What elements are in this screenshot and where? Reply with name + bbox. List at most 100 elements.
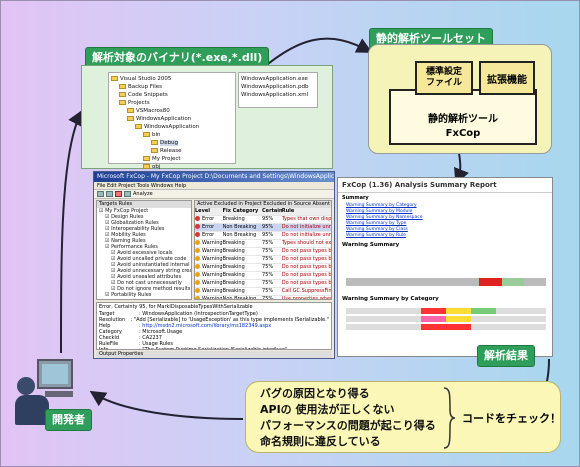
user-body-icon <box>15 395 49 425</box>
monitor-icon <box>37 359 73 389</box>
file-item[interactable]: WindowsApplication.pdb <box>241 84 309 90</box>
developer-figure <box>15 357 91 429</box>
rule-item[interactable]: ☑ Mobility Rules <box>105 232 146 238</box>
folder-icon <box>127 116 134 121</box>
rule-item[interactable]: ☑ My FxCop Project <box>99 208 149 214</box>
checkbox-icon[interactable]: ☑ <box>105 214 112 220</box>
checkbox-icon[interactable]: ☑ <box>111 256 118 262</box>
checkbox-icon[interactable]: ☑ <box>105 292 112 298</box>
report-panel: FxCop (1.36) Analysis Summary Report Sum… <box>337 177 553 357</box>
rule-item[interactable]: ☑ Do not cast unnecessarily <box>111 280 182 286</box>
folder-item[interactable]: VSMacros80 <box>111 107 233 115</box>
checkbox-icon[interactable]: ☑ <box>111 274 118 280</box>
folder-icon <box>119 84 126 89</box>
property-row: Help: http://msdn2.microsoft.com/library… <box>99 323 272 329</box>
rule-item[interactable]: ☑ Design Rules <box>105 214 144 220</box>
folder-item[interactable]: Debug <box>111 139 233 147</box>
folder-item[interactable]: Projects <box>111 99 233 107</box>
report-link[interactable]: Warning Summary by Module <box>346 209 413 214</box>
rule-item[interactable]: ☑ Interoperability Rules <box>105 226 165 232</box>
rule-item[interactable]: ☑ Portability Rules <box>105 292 152 298</box>
folder-icon <box>143 156 150 161</box>
file-item[interactable]: WindowsApplication.exe <box>241 76 308 82</box>
folder-item[interactable]: WindowsApplication <box>111 115 233 123</box>
rule-item[interactable]: ☑ Avoid excessive locals <box>111 250 173 256</box>
folder-icon <box>135 124 142 129</box>
checkbox-icon[interactable]: ☑ <box>111 286 118 292</box>
checkbox-icon[interactable]: ☑ <box>99 208 106 214</box>
toolbar-text: Analyze <box>133 191 153 197</box>
folder-item[interactable]: WindowsApplication <box>111 123 233 131</box>
checkbox-icon[interactable]: ☑ <box>111 268 118 274</box>
toolbar-button[interactable] <box>106 191 113 197</box>
error-icon <box>195 296 200 299</box>
toolbar-button[interactable] <box>124 191 131 197</box>
tree-tabs[interactable]: Targets Rules <box>97 201 191 208</box>
props-header: Error, Certainty 95, for MarkIDisposable… <box>99 304 253 310</box>
report-summary-heading: Summary <box>342 195 369 201</box>
report-link[interactable]: Warning Summary by Namespace <box>346 215 423 220</box>
checkbox-icon[interactable]: ☑ <box>111 280 118 286</box>
rule-item[interactable]: ☑ Naming Rules <box>105 238 146 244</box>
static-tool-box: 静的解析ツール FxCop <box>389 89 537 145</box>
warning-summary-heading: Warning Summary <box>342 242 400 248</box>
settings-file-box: 標準設定 ファイル <box>415 61 473 95</box>
bottom-tabs[interactable]: Output Properties <box>96 351 332 358</box>
property-row: Target: WindowsApplication (Introspectio… <box>99 311 258 317</box>
rule-item[interactable]: ☑ Avoid unsealed attributes <box>111 274 182 280</box>
checkbox-icon[interactable]: ☑ <box>105 244 112 250</box>
analyze-button[interactable] <box>115 191 122 197</box>
error-icon <box>195 272 200 277</box>
rule-item[interactable]: ☑ Avoid unnecessary string creation <box>111 268 192 274</box>
rule-item[interactable]: ☑ Avoid uncalled private code <box>111 256 187 262</box>
rules-tree: Targets Rules ☑ My FxCop Project☑ Design… <box>96 200 192 300</box>
file-item[interactable]: WindowsApplication.xml <box>241 92 309 98</box>
report-link[interactable]: Warning Summary by Category <box>346 203 417 208</box>
folder-item[interactable]: My Project <box>111 155 233 163</box>
checkbox-icon[interactable]: ☑ <box>105 226 112 232</box>
report-link[interactable]: Warning Summary by Class <box>346 227 408 232</box>
rule-item[interactable]: ☑ Do not ignore method results <box>111 286 191 292</box>
property-row: CheckId: CA2237 <box>99 335 162 341</box>
arrow-developer-to-binary <box>60 109 83 354</box>
issue-item: パフォーマンスの問題が起こり得る <box>260 419 436 432</box>
menu-items[interactable]: File Edit Project Tools Windows Help <box>97 183 187 189</box>
folder-icon <box>151 148 158 153</box>
folder-item[interactable]: Visual Studio 2005 <box>111 75 233 83</box>
checkbox-icon[interactable]: ☑ <box>105 238 112 244</box>
report-link[interactable]: Warning Summary by Rule <box>346 233 406 238</box>
rule-item[interactable]: ☑ Performance Rules <box>105 244 158 250</box>
report-link[interactable]: Warning Summary by Type <box>346 221 407 226</box>
grid-header: Level Fix Category Certainty Rule <box>195 208 331 216</box>
folder-item[interactable]: Release <box>111 147 233 155</box>
grid-tabs[interactable]: Active Excluded in Project Excluded in S… <box>195 201 331 208</box>
toolbar-button[interactable] <box>97 191 104 197</box>
folder-icon <box>143 164 150 169</box>
folder-item[interactable]: obj <box>111 163 233 171</box>
fxcop-window: Microsoft FxCop - My FxCop Project D:\Do… <box>93 171 335 359</box>
checkbox-icon[interactable]: ☑ <box>111 262 118 268</box>
folder-item[interactable]: bin <box>111 131 233 139</box>
rule-item[interactable]: ☑ Avoid uninstantiated internal classes <box>111 262 191 268</box>
issue-item: バグの原因となり得る <box>260 387 370 400</box>
rule-item[interactable]: ☑ Globalization Rules <box>105 220 159 226</box>
folder-item[interactable]: Code Snippets <box>111 91 233 99</box>
folder-item[interactable]: Backup Files <box>111 83 233 91</box>
checkbox-icon[interactable]: ☑ <box>111 250 118 256</box>
error-icon <box>195 256 200 261</box>
checkbox-icon[interactable]: ☑ <box>105 232 112 238</box>
checkbox-icon[interactable]: ☑ <box>105 220 112 226</box>
properties-pane: Error, Certainty 95, for MarkIDisposable… <box>96 302 332 350</box>
